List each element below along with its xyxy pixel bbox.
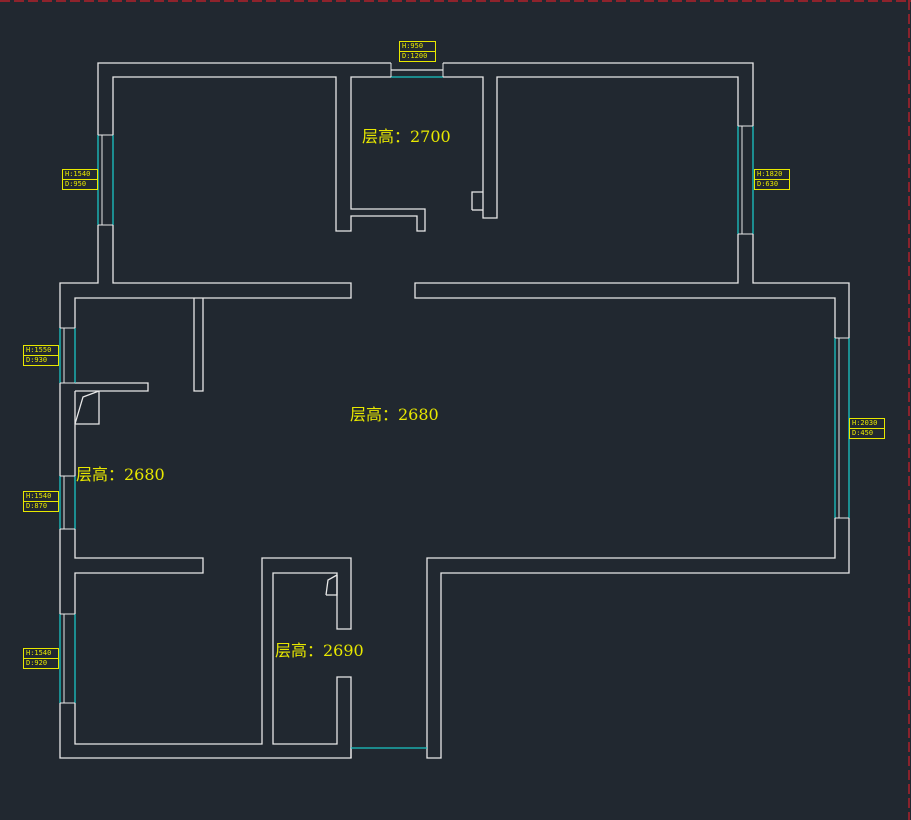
window-tag-left-3: H:1540 D:870 [23, 491, 59, 512]
wall-bottom [59, 557, 352, 759]
tag-h: H:1540 [65, 170, 91, 178]
tag-d: D:930 [24, 355, 58, 365]
wall-left-lower-in [74, 529, 204, 614]
wall-top-outer [97, 62, 391, 135]
room-label-top-middle: 层高：2700 [362, 127, 451, 146]
door-bottom-arc [325, 574, 338, 596]
room-label-left: 层高：2680 [76, 465, 165, 484]
door-tm [471, 191, 483, 210]
room-label-bottom: 层高：2690 [275, 641, 364, 660]
window-tag-right-2: H:2030 D:450 [849, 418, 885, 439]
wall-left-stub [75, 382, 149, 392]
tag-h: H:950 [402, 42, 424, 50]
tag-h: H:1540 [26, 492, 52, 500]
wall-left-top [59, 225, 99, 328]
walls [59, 62, 850, 759]
window-tag-left-2: H:1550 D:930 [23, 345, 59, 366]
tag-d: D:920 [24, 658, 58, 668]
tag-d: D:870 [24, 501, 58, 511]
tag-d: D:1200 [400, 51, 435, 61]
wall-top-outer-right [443, 62, 754, 126]
tag-h: H:1540 [26, 649, 52, 657]
tag-d: D:450 [850, 428, 884, 438]
tag-h: H:1820 [757, 170, 783, 178]
tag-h: H:1550 [26, 346, 52, 354]
wall-room-tm [443, 76, 739, 219]
tag-d: D:630 [755, 179, 789, 189]
door-left [75, 391, 100, 425]
window-tag-right-1: H:1820 D:630 [754, 169, 790, 190]
window-tag-left-4: H:1540 D:920 [23, 648, 59, 669]
window-mullions [60, 63, 849, 704]
door-left-arc [74, 390, 100, 425]
tag-d: D:950 [63, 179, 97, 189]
window-tag-top: H:950 D:1200 [399, 41, 436, 62]
wall-room-tr [414, 234, 836, 338]
wall-right-top [752, 234, 850, 338]
tag-h: H:2030 [852, 419, 878, 427]
room-label-center: 层高：2680 [350, 405, 439, 424]
wall-center-stub [193, 298, 204, 392]
wall-room-tl [112, 76, 426, 232]
window-tag-left-1: H:1540 D:950 [62, 169, 98, 190]
windows [59, 69, 850, 749]
wall-right [426, 518, 850, 759]
wall-room-tl-bottom [74, 225, 352, 328]
door-bottom [326, 575, 338, 596]
